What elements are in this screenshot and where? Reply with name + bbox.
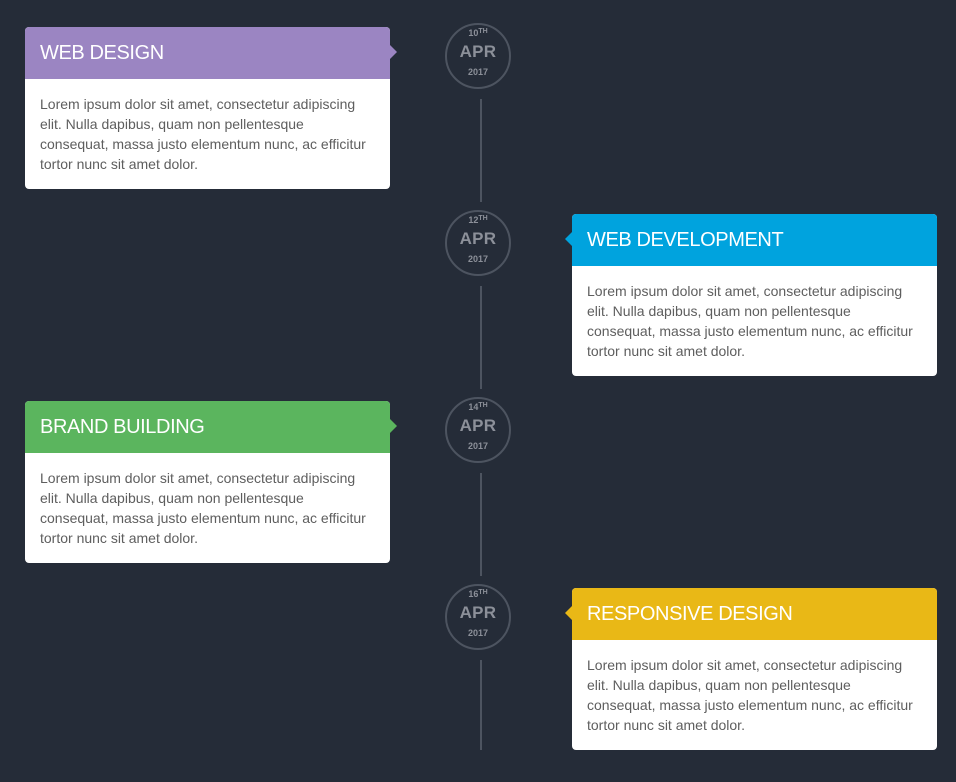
date-year: 2017: [467, 67, 489, 77]
timeline-connector: [480, 286, 482, 389]
date-month: APR: [459, 42, 497, 61]
card-header: WEB DESIGN: [25, 27, 397, 79]
timeline-connector: [480, 99, 482, 202]
date-day: 12TH: [447, 215, 509, 225]
timeline-card-brand-building: BRAND BUILDING Lorem ipsum dolor sit ame…: [25, 401, 397, 563]
timeline-card-responsive-design: RESPONSIVE DESIGN Lorem ipsum dolor sit …: [565, 588, 937, 750]
date-year: 2017: [467, 441, 489, 451]
date-year: 2017: [467, 628, 489, 638]
timeline-card-web-development: WEB DEVELOPMENT Lorem ipsum dolor sit am…: [565, 214, 937, 376]
day-suffix: TH: [478, 589, 488, 596]
date-month: APR: [459, 416, 497, 435]
timeline-connector: [480, 473, 482, 576]
day-number: 16: [468, 589, 479, 599]
day-suffix: TH: [478, 215, 488, 222]
timeline-connector: [480, 660, 482, 750]
card-body: Lorem ipsum dolor sit amet, consectetur …: [40, 96, 366, 172]
date-badge: 10TH APR 2017: [445, 23, 511, 89]
day-number: 10: [468, 28, 479, 38]
date-month: APR: [459, 229, 497, 248]
date-badge: 16TH APR 2017: [445, 584, 511, 650]
day-number: 12: [468, 215, 479, 225]
card-body: Lorem ipsum dolor sit amet, consectetur …: [40, 470, 366, 546]
date-day: 16TH: [447, 589, 509, 599]
date-badge: 14TH APR 2017: [445, 397, 511, 463]
date-day: 14TH: [447, 402, 509, 412]
card-body: Lorem ipsum dolor sit amet, consectetur …: [587, 657, 913, 733]
card-header: RESPONSIVE DESIGN: [565, 588, 937, 640]
card-body: Lorem ipsum dolor sit amet, consectetur …: [587, 283, 913, 359]
date-month: APR: [459, 603, 497, 622]
day-suffix: TH: [478, 28, 488, 35]
card-header: WEB DEVELOPMENT: [565, 214, 937, 266]
day-suffix: TH: [478, 402, 488, 409]
date-year: 2017: [467, 254, 489, 264]
date-badge: 12TH APR 2017: [445, 210, 511, 276]
card-header: BRAND BUILDING: [25, 401, 397, 453]
day-number: 14: [468, 402, 479, 412]
date-day: 10TH: [447, 28, 509, 38]
timeline-card-web-design: WEB DESIGN Lorem ipsum dolor sit amet, c…: [25, 27, 397, 189]
